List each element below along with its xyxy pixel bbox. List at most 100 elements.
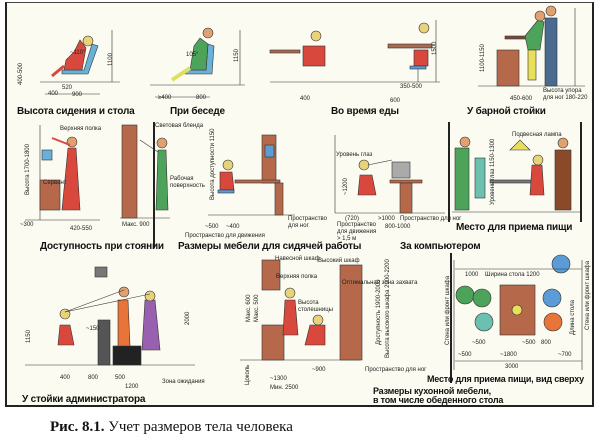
dim-label: 800 [196,95,207,101]
text-label: 800 [541,340,552,346]
text-label: Зона ожидания [162,379,205,385]
eating-illustration [269,20,440,83]
dim-label: ~400 [226,224,240,230]
dim-label: 400 [300,96,311,102]
counter-height-label: Высота столешницы [298,300,333,313]
text-label: Верхняя полка [276,274,318,280]
text-label: Ширина стола 1200 [485,272,540,278]
text-label: 800-1000 [385,224,411,230]
panel-caption: Доступность при стоянии [40,241,164,252]
dining-top-illustration [453,254,583,370]
panel-caption: Размеры кухонной мебели, [373,386,491,396]
dim-label: 400 [48,91,59,97]
dim-label: 350-500 [400,84,423,90]
panel-caption: Место для приема пищи, вид сверху [427,374,584,384]
dim-label: для ног 180-220 [543,95,588,101]
dim-label: 400-500 [18,62,24,85]
conversation-illustration [150,27,245,98]
text-label: Цоколь [245,364,251,385]
divider [580,122,582,222]
dim-label: 520 [62,85,73,91]
dim-label: ~500 [522,340,536,346]
computer-illustration [334,135,445,214]
dim-label: 450-600 [510,96,533,102]
text-label: Пространство для ног [400,216,462,222]
text-label: Подвесная лампа [512,132,562,138]
text-label: 1150 [26,330,32,343]
seated-work-illustration [120,124,295,219]
text-label: ~1800 [500,352,517,358]
table-length-label: Длина стола [570,300,576,335]
panel-caption: У барной стойки [467,106,546,117]
bar-illustration [478,5,585,87]
dim-label: ~500 [458,352,472,358]
text-label: (720) [345,216,360,222]
work-surface-label: Рабочая поверхность [170,176,205,189]
panel-caption: в том числе обеденного стола [373,395,504,405]
tall-cabinet-height-label: Высота высокого шкафа 2000-2200 [385,259,391,358]
figure-caption: Рис. 8.1. Учет размеров тела человека [50,419,293,436]
dim-label: ~500 [472,340,486,346]
text-label: 800 [88,375,99,381]
text-label: ~300 [20,222,34,228]
dim-label: 1100 [108,53,114,66]
panel-caption: У стойки администратора [22,394,146,405]
dim-label: ~900 [312,367,326,373]
panel-caption: Высота сидения и стола [17,106,135,117]
text-label: 3000 [505,364,519,370]
text-label: 400 [60,375,71,381]
dim-label: ~500 [205,224,219,230]
text-label: > 1,5 м [337,236,357,242]
reception-illustration [25,266,195,366]
text-label: Высота доступности 1150 [210,128,216,201]
text-label: Верхняя полка [60,126,102,132]
dining-illustration [452,136,580,213]
dim-label: 1150 [234,49,240,62]
dim-label: ~1300 [270,376,287,382]
divider [153,122,155,247]
kitchen-illustration [240,259,363,361]
dim-label: ~110° [70,50,86,56]
text-label: 1200 [125,384,139,390]
text-label: 2000 [185,311,191,325]
text-label: Мин. 2500 [270,385,299,391]
dim-label: Макс. 600 [246,294,252,322]
dim-label: ≥400 [158,95,172,101]
text-label: Пространство для ног [288,216,327,229]
reach-label: Доступность 1900-2000 [376,279,382,345]
dim-label: ~150 [86,326,100,332]
panel-caption: Размеры мебели для сидячей работы [178,241,362,252]
text-label: Пространство для ног [365,367,427,373]
text-label: Оптимальная зона захвата [342,280,418,286]
text-label: Высокий шкаф [318,258,360,264]
dim-label: 900 [72,92,83,98]
text-label: Пространство для движения [185,233,265,239]
dim-label: 600 [390,98,401,104]
text-label: Стена или фронт шкафа [445,275,451,345]
panel-caption: Во время еды [331,106,399,117]
text-label: Макс. 900 [122,222,150,228]
text-label: Уровень глаз 1150-1300 [490,138,496,205]
dim-label: Макс. 500 [254,294,260,322]
text-label: 420-550 [70,226,93,232]
dim-label: Высота упора [543,88,582,94]
dim-label: 105° [186,52,199,58]
dim-label: 1500 [432,41,438,55]
text-label: Пространство для движения [337,222,377,235]
panel-caption: За компьютером [400,241,481,252]
divider [450,253,452,383]
text-label: Навесной шкаф [275,256,320,262]
text-label: Высота 1700-1800 [25,144,31,195]
standing-reach-illustration [25,125,100,221]
text-label: Световая бленда [155,123,204,129]
text-label: 1000 [465,272,479,278]
figure-title: Учет размеров тела человека [108,419,293,435]
dim-label: ~1200 [343,178,349,195]
seated-person-illustration [40,30,120,95]
divider [448,122,450,222]
text-label: Сервант [43,180,67,186]
text-label: >1000 [378,216,395,222]
panel-caption: Место для приема пищи [456,222,573,233]
text-label: Стена или фронт шкафа [585,260,591,330]
